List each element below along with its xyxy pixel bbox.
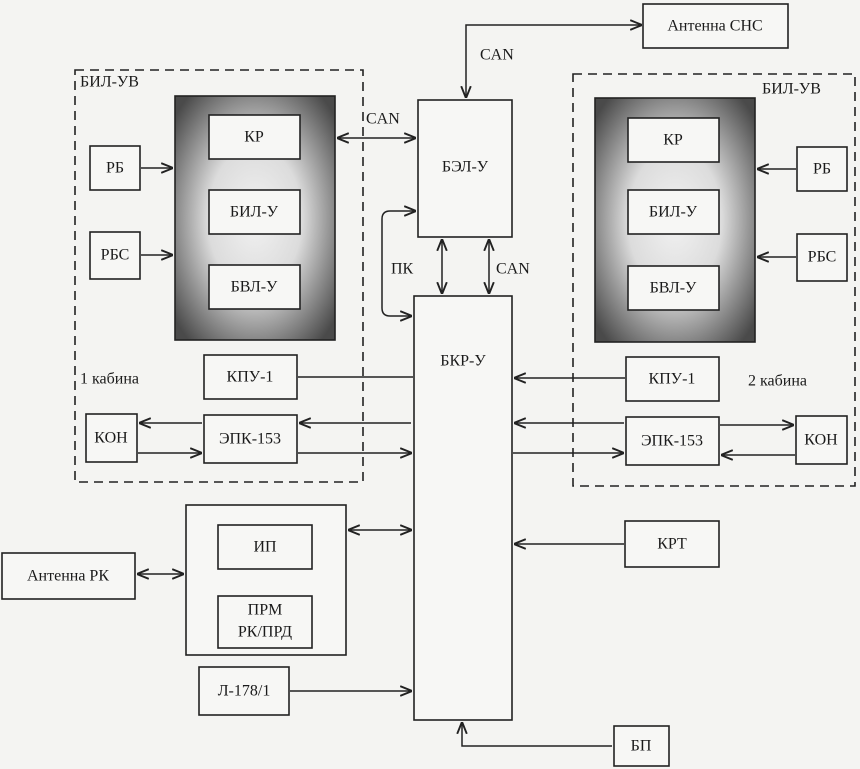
bil-uv-left-group [74, 69, 364, 483]
rb-left-block [89, 145, 141, 191]
krt-block [624, 520, 720, 568]
kr-right-label: КР [663, 132, 683, 149]
bp-label: БП [631, 738, 652, 755]
epk-left-label: ЭПК-153 [219, 431, 281, 448]
epk-right-block [625, 416, 720, 466]
connector-pk [381, 211, 415, 316]
bil-uv-left-label: БИЛ-УВ [80, 74, 139, 91]
l178-label: Л-178/1 [218, 683, 271, 700]
kpu-left-block [203, 354, 298, 400]
kr-right-block [627, 117, 720, 163]
kpu-right-label: КПУ-1 [649, 371, 696, 388]
cabin-2-label: 2 кабина [748, 373, 807, 390]
bvl-u-left-label: БВЛ-У [231, 279, 278, 296]
cabin-1-label: 1 кабина [80, 371, 139, 388]
rb-right-block [796, 146, 848, 192]
prm-label-line2: РК/ПРД [238, 624, 292, 641]
kpu-right-block [625, 356, 720, 402]
bvl-u-right-label: БВЛ-У [650, 280, 697, 297]
can-label-left: CAN [366, 111, 400, 128]
connector-bp [462, 723, 612, 747]
epk-left-block [203, 414, 298, 464]
bil-u-left-block [208, 189, 301, 235]
antenna-sns-label: Антенна СНС [667, 18, 762, 35]
connector-antenna-sns [466, 25, 641, 97]
kpu-left-label: КПУ-1 [227, 369, 274, 386]
ip-label: ИП [253, 539, 277, 556]
antenna-rk-block [1, 552, 136, 600]
rbs-left-label: РБС [101, 247, 130, 264]
can-label-top: CAN [480, 47, 514, 64]
rb-left-label: РБ [106, 160, 124, 177]
epk-right-label: ЭПК-153 [641, 433, 703, 450]
bel-u-block [417, 99, 513, 238]
bil-u-right-label: БИЛ-У [649, 204, 698, 221]
antenna-sns-block [642, 3, 789, 49]
antenna-rk-label: Антенна РК [27, 568, 109, 585]
kon-left-block [85, 413, 138, 463]
kon-right-block [795, 415, 848, 465]
bkr-u-label: БКР-У [440, 353, 486, 370]
rbs-right-block [796, 233, 848, 282]
bvl-u-left-block [208, 264, 301, 310]
rbs-right-label: РБС [808, 249, 837, 266]
prm-label-line1: ПРМ [248, 602, 283, 619]
bil-u-left-label: БИЛ-У [230, 204, 279, 221]
bvl-u-right-block [627, 265, 720, 311]
kr-left-label: КР [244, 129, 264, 146]
bil-uv-right-label: БИЛ-УВ [762, 81, 821, 98]
rb-right-label: РБ [813, 161, 831, 178]
bp-block [613, 725, 670, 767]
kon-right-label: КОН [804, 432, 838, 449]
l178-block [198, 666, 290, 716]
kon-left-label: КОН [94, 430, 128, 447]
bel-u-label: БЭЛ-У [442, 159, 489, 176]
rbs-left-block [89, 231, 141, 280]
bkr-u-block [413, 295, 513, 721]
pk-label: ПК [391, 261, 414, 278]
kr-left-block [208, 114, 301, 160]
prm-block [217, 595, 313, 649]
bil-uv-right-group [572, 73, 856, 487]
ip-block [217, 524, 313, 570]
can-label-mid: CAN [496, 261, 530, 278]
krt-label: КРТ [657, 536, 687, 553]
bil-u-right-block [627, 189, 720, 235]
